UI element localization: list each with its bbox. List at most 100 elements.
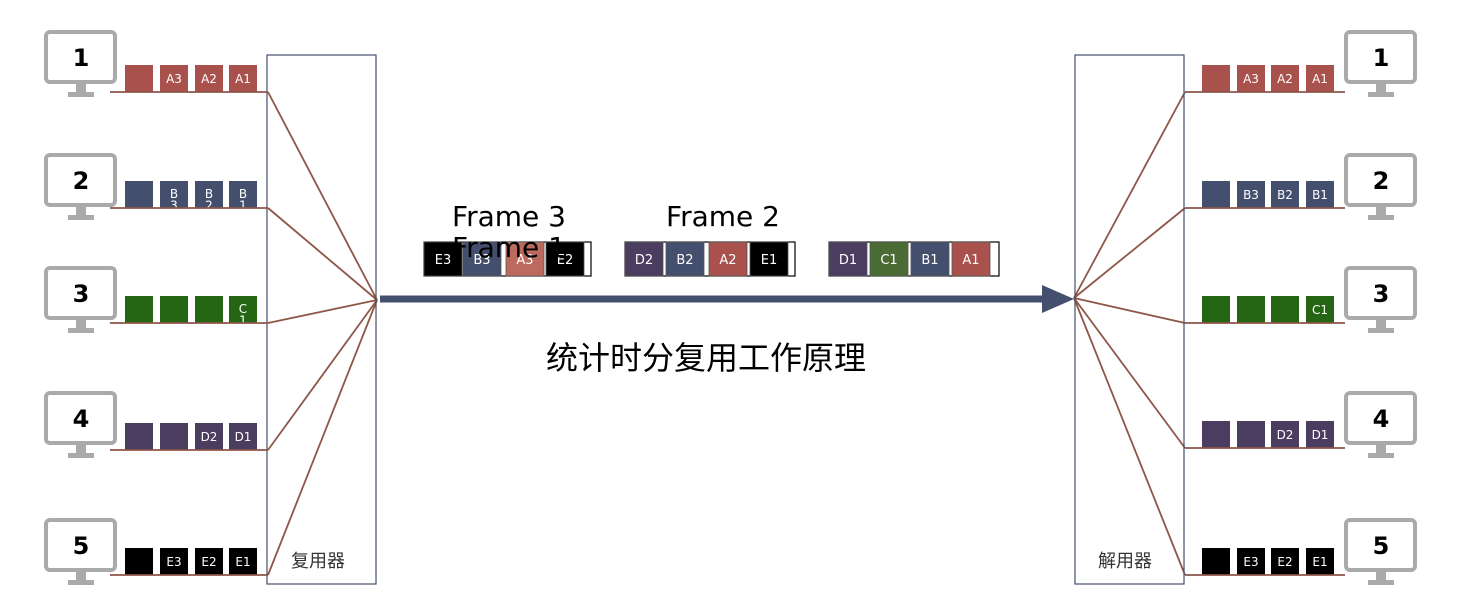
frame-cell [869,241,909,277]
data-cell [1237,65,1265,92]
terminal-number: 2 [1373,167,1390,195]
data-cell [229,423,257,450]
terminal-number: 1 [73,44,90,72]
monitor-stand [1376,207,1386,215]
mux-link-line [267,299,378,451]
data-cell-label: E3 [1243,555,1258,569]
data-cell-label: E2 [1277,555,1292,569]
frame-cell [951,241,991,277]
monitor-stand [76,320,86,328]
demultiplexer-box [1074,54,1185,585]
data-cell-label: B3 [1243,188,1259,202]
terminal-number: 2 [73,167,90,195]
data-cell-label: A3 [166,72,182,86]
data-cell-label: A1 [235,72,251,86]
data-cell [1202,421,1230,448]
frame-cell [462,241,502,277]
diagram-caption: 统计时分复用工作原理 [546,339,867,377]
monitor-base [1368,215,1394,220]
data-cell-label: A2 [1277,72,1293,86]
demux-link-line [1073,297,1186,576]
demux-link-line [1073,297,1186,324]
data-cell [1306,181,1334,208]
monitor-stand [76,445,86,453]
frame-cell-label: B1 [921,253,938,268]
frame-cell-label: D2 [635,253,653,268]
data-cell [125,181,153,208]
frame-cell-label: E3 [435,253,452,268]
monitor-icon [1344,391,1417,445]
data-cell-label: A1 [1312,72,1328,86]
frame-cell [665,241,705,277]
monitor-stand [1376,445,1386,453]
demux-link-line [1073,297,1186,449]
data-cell [1271,296,1299,323]
monitor-icon [44,391,117,445]
monitor-base [1368,453,1394,458]
terminal-number: 3 [73,280,90,308]
frame-3-label: Frame 3 [452,200,566,233]
frame-cell [505,241,545,277]
data-cell [195,65,223,92]
data-cell [160,423,188,450]
destination-row-3: C1 [1202,296,1334,323]
monitor-stand [76,207,86,215]
multiplexer-box [266,54,377,585]
monitor-stand [1376,572,1386,580]
terminal-number: 3 [1373,280,1390,308]
connection-lines [267,91,1186,576]
data-cell [1271,65,1299,92]
data-cell [195,181,223,208]
data-cell [229,296,257,323]
terminal-number: 4 [1373,405,1390,433]
data-cell-label: E3 [166,555,181,569]
transmission-arrow [380,285,1074,313]
monitor-icon [1344,518,1417,572]
frame-cell [749,241,789,277]
frame-cell-label: A2 [719,253,736,268]
monitor-base [1368,328,1394,333]
frame-cell-label: A3 [516,253,533,268]
data-cell-label: C1 [1312,303,1328,317]
monitor-icon [1344,30,1417,84]
monitor-base [1368,92,1394,97]
data-cell [1202,548,1230,575]
data-cell [1202,296,1230,323]
mux-link-line [267,299,378,576]
frame-cell [624,241,664,277]
frame-cell-label: B2 [676,253,693,268]
demultiplexer-label: 解用器 [1098,551,1152,572]
terminal-number: 1 [1373,44,1390,72]
frame-overlap-label: Frame 1 [452,231,566,264]
data-cell [229,181,257,208]
data-cell [1237,421,1265,448]
monitor-base [68,215,94,220]
data-cell [125,65,153,92]
frame-cell [545,241,585,277]
data-cell [1306,65,1334,92]
data-cell [1237,548,1265,575]
data-cell-label: B2 [1277,188,1293,202]
data-cell-label: E2 [201,555,216,569]
data-cell [195,423,223,450]
monitor-base [68,328,94,333]
frame-cell [910,241,950,277]
monitor-stand [76,84,86,92]
monitor-base [68,92,94,97]
data-cell [160,181,188,208]
data-cell [1306,421,1334,448]
